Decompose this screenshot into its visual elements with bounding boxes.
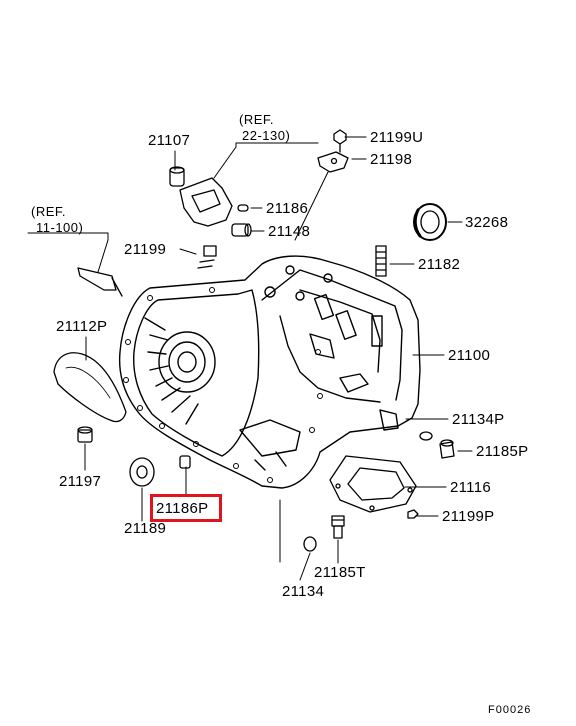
label-21185P: 21185P (476, 443, 529, 460)
ref-22-number: 22-130) (242, 128, 291, 143)
ref-22-label: (REF. (239, 112, 274, 127)
figure-code: F00026 (488, 704, 532, 716)
label-21199: 21199 (124, 241, 167, 258)
bolt-21199P (407, 509, 419, 519)
highlighted-part-box: 21186P (150, 494, 222, 522)
stud-21182 (375, 245, 387, 277)
label-21116: 21116 (450, 479, 491, 496)
label-21186: 21186 (266, 200, 309, 217)
pin-21186 (237, 204, 249, 212)
label-21189: 21189 (124, 520, 167, 537)
gasket-21134 (303, 536, 317, 552)
label-21199P: 21199P (442, 508, 495, 525)
bushing-21148 (231, 223, 252, 237)
label-21112P: 21112P (56, 318, 108, 335)
label-21182: 21182 (418, 256, 461, 273)
oil-seal-32268 (413, 203, 447, 241)
label-21199U: 21199U (370, 129, 424, 146)
label-21185T: 21185T (314, 564, 366, 581)
harness-clip (77, 267, 123, 297)
ref-11-number: 11-100) (36, 220, 84, 235)
label-21100: 21100 (448, 347, 491, 364)
plug-21185P (439, 439, 455, 459)
label-21107: 21107 (148, 132, 191, 149)
oil-pan-21116 (329, 455, 417, 513)
leader-lines (27, 136, 473, 581)
plug-21197 (77, 426, 93, 443)
pin-21186P (179, 455, 191, 469)
label-21134: 21134 (282, 583, 325, 600)
transmission-case (118, 255, 421, 489)
label-21148: 21148 (268, 223, 311, 240)
cover-plate-21112P (53, 352, 127, 423)
ref-11-label: (REF. (31, 204, 66, 219)
label-21134P: 21134P (452, 411, 505, 428)
sensor-21185T (331, 515, 345, 539)
label-21198: 21198 (370, 151, 413, 168)
shift-lever-bracket (169, 166, 233, 227)
label-21197: 21197 (59, 473, 102, 490)
washer-21189 (129, 457, 155, 487)
label-32268: 32268 (465, 214, 509, 231)
gasket-21134P (419, 431, 433, 441)
label-21186P: 21186P (156, 500, 209, 517)
bracket-21198 (317, 151, 349, 173)
bolt-21199U (333, 129, 347, 153)
bolt-21199 (197, 245, 217, 269)
